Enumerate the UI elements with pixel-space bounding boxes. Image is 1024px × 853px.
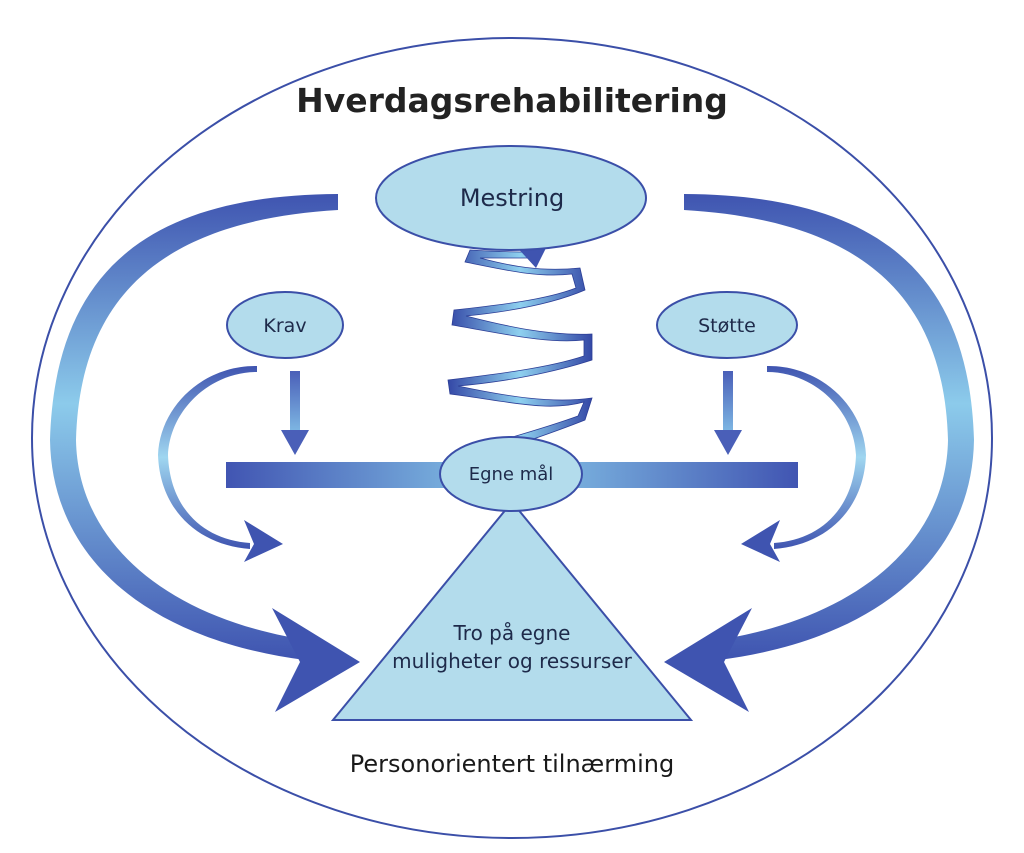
tro-triangle: [330, 500, 694, 721]
krav-down-arrow: [281, 371, 309, 455]
stotte-down-arrow: [714, 371, 742, 455]
tro-label-line1: Tro på egne: [453, 621, 571, 645]
krav-label: Krav: [263, 315, 306, 337]
tro-label-line2: muligheter og ressurser: [392, 649, 633, 673]
egne-mal-node: [439, 436, 583, 512]
krav-node: [226, 291, 344, 359]
mestring-label: Mestring: [460, 184, 564, 212]
stotte-node: [656, 291, 798, 359]
small-left-arrow: [158, 365, 283, 562]
big-right-arrow: [664, 194, 974, 712]
mestring-node: [375, 145, 647, 251]
stotte-label: Støtte: [698, 315, 756, 337]
big-left-arrow: [50, 194, 360, 712]
egne-mal-label: Egne mål: [469, 464, 554, 485]
small-right-arrow: [741, 365, 866, 562]
diagram-title: Hverdagsrehabilitering: [296, 81, 728, 120]
footer-label: Personorientert tilnærming: [350, 750, 674, 778]
